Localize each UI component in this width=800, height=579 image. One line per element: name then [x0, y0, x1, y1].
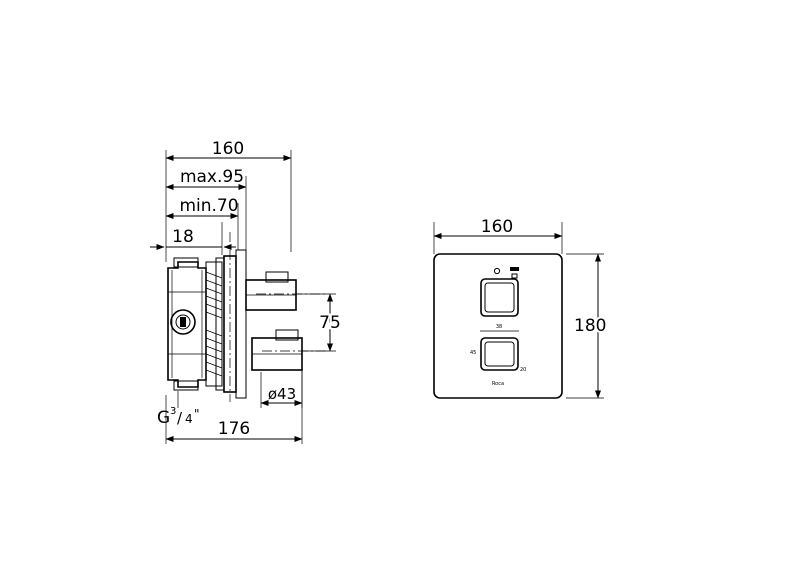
- thread-slash: /: [177, 409, 183, 427]
- dim-outlet-diameter: ø43: [268, 385, 296, 403]
- thread-numerator: 3: [170, 406, 176, 417]
- cover-plate: [433, 253, 563, 399]
- thread-letter: G: [157, 408, 170, 428]
- upper-outlet: [245, 271, 326, 311]
- temperature-knob: [480, 267, 519, 317]
- knob-dim-height: 45: [470, 350, 476, 356]
- dim-plate-height: 180: [574, 316, 606, 336]
- flow-knob: 38 45 20: [470, 324, 526, 373]
- thread-denominator: 4: [185, 412, 193, 426]
- dim-body-offset: 18: [172, 227, 194, 247]
- lower-outlet: [251, 329, 326, 371]
- inlet-port-inner: [175, 314, 191, 330]
- wall-plate: [223, 232, 247, 402]
- extension-lines: [165, 150, 336, 444]
- protection-sleeve: [205, 257, 225, 391]
- dim-min-depth: min.70: [179, 196, 238, 216]
- dim-outlet-spacing: 75: [319, 313, 341, 333]
- dimension-lines: [150, 155, 333, 442]
- dim-overall-width: 160: [212, 139, 244, 159]
- dim-total-length: 176: [218, 419, 250, 439]
- thread-spec: G 3 / 4 ": [157, 391, 200, 428]
- side-view: 160 max.95 min.70 18 75 ø43 176 G 3 / 4 …: [150, 139, 343, 444]
- knob-dim-width: 38: [496, 324, 502, 330]
- inlet-port-outer: [170, 309, 196, 335]
- valve-body: [167, 257, 207, 391]
- brand-mark: Roca: [492, 381, 504, 387]
- front-view: 160 180 38 45 20 Roca: [433, 217, 608, 399]
- thread-inch-mark: ": [194, 407, 200, 421]
- dim-plate-width: 160: [481, 217, 513, 237]
- dim-max-depth: max.95: [180, 167, 244, 187]
- knob-dim-depth: 20: [520, 367, 526, 373]
